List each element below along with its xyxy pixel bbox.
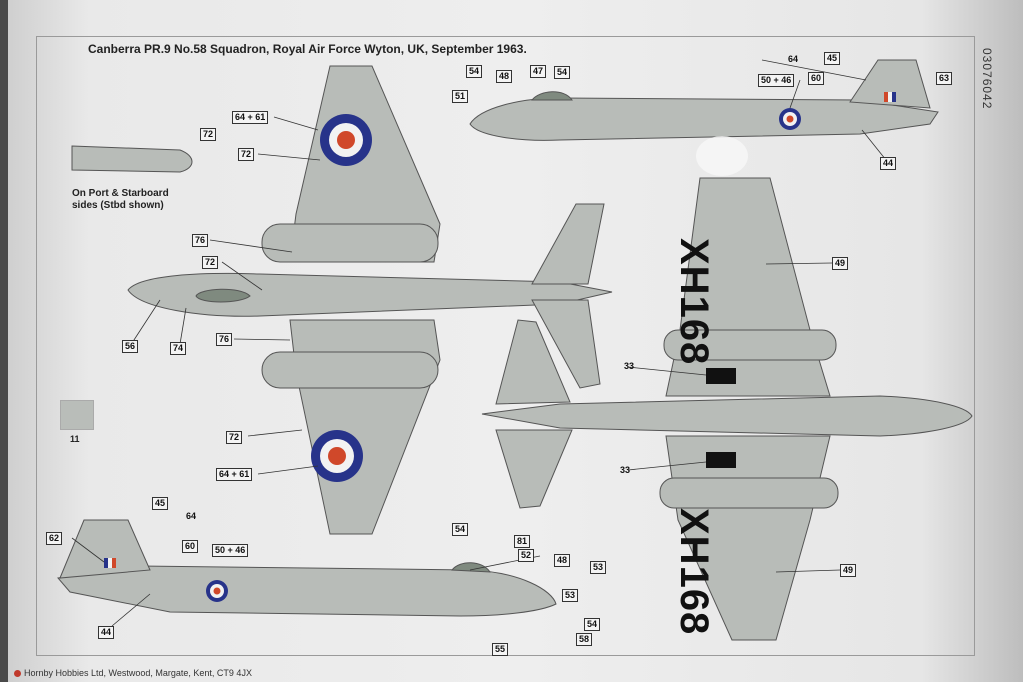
callout-label: 54 bbox=[584, 618, 601, 631]
callout-label: 50 + 46 bbox=[758, 74, 795, 87]
callout-label: 54 bbox=[466, 65, 483, 78]
callout-label: 60 bbox=[808, 72, 825, 85]
callout-label: 51 bbox=[452, 90, 469, 103]
callout-label: 81 bbox=[514, 535, 531, 548]
callout-label: 48 bbox=[496, 70, 513, 83]
callout-label: 54 bbox=[452, 523, 469, 536]
top-view-tailplane-lower bbox=[531, 299, 601, 389]
lower-side-fuselage bbox=[57, 565, 557, 617]
callout-label: 53 bbox=[590, 561, 607, 574]
glue-blemish bbox=[696, 136, 748, 176]
callout-label: 56 bbox=[122, 340, 139, 353]
callout-label: 55 bbox=[492, 643, 509, 656]
footer-text: Hornby Hobbies Ltd, Westwood, Margate, K… bbox=[24, 668, 252, 678]
callout-label: 49 bbox=[832, 257, 849, 270]
callout-label: 48 bbox=[554, 554, 571, 567]
callout-label: 49 bbox=[840, 564, 857, 577]
intake-detail-drawing bbox=[71, 145, 193, 173]
callout-label: 44 bbox=[880, 157, 897, 170]
upper-side-canopy bbox=[530, 91, 573, 101]
callout-label: 50 + 46 bbox=[212, 544, 249, 557]
sheet-code: 03076042 bbox=[980, 48, 994, 110]
underside-tailplane-lower bbox=[495, 429, 573, 509]
top-view-canopy bbox=[195, 288, 251, 303]
callout-label: 62 bbox=[46, 532, 63, 545]
roundel-lower-side-fuselage bbox=[206, 580, 228, 602]
top-view-fuselage bbox=[127, 272, 613, 317]
callout-label: 33 bbox=[620, 465, 631, 475]
upper-side-fuselage bbox=[469, 97, 939, 141]
callout-label: 54 bbox=[554, 66, 571, 79]
underside-tailplane-upper bbox=[495, 319, 571, 405]
fin-flash-upper bbox=[884, 92, 896, 102]
black-panel-upper bbox=[706, 368, 736, 384]
roundel-upper-side-fuselage bbox=[779, 108, 801, 130]
top-view-engine-lower bbox=[261, 351, 439, 389]
callout-label: 64 bbox=[186, 511, 197, 521]
roundel-wing-upper bbox=[320, 114, 372, 166]
upper-side-fin bbox=[849, 59, 931, 109]
callout-label: 52 bbox=[518, 549, 535, 562]
top-view-aircraft bbox=[127, 65, 613, 535]
callout-label: 64 + 61 bbox=[216, 468, 253, 481]
colour-swatch bbox=[60, 400, 94, 430]
callout-label: 63 bbox=[936, 72, 953, 85]
callout-label: 72 bbox=[238, 148, 255, 161]
serial-lower: XH168 bbox=[672, 508, 716, 636]
callout-label: 76 bbox=[216, 333, 233, 346]
underside-view-aircraft bbox=[481, 177, 973, 641]
callout-label: 64 bbox=[788, 54, 799, 64]
note-line-2: sides (Stbd shown) bbox=[72, 200, 164, 211]
note-line-1: On Port & Starboard bbox=[72, 188, 169, 199]
lower-side-fin bbox=[59, 519, 151, 579]
fin-flash-lower bbox=[104, 558, 116, 568]
lower-side-canopy bbox=[450, 562, 491, 573]
callout-label: 45 bbox=[824, 52, 841, 65]
upper-side-view-aircraft bbox=[469, 59, 939, 141]
callout-label: 72 bbox=[226, 431, 243, 444]
roundel-wing-lower bbox=[311, 430, 363, 482]
underside-engine-lower bbox=[659, 477, 839, 509]
underside-fuselage bbox=[481, 395, 973, 437]
top-view-wing-upper bbox=[289, 65, 441, 263]
callout-label: 64 + 61 bbox=[232, 111, 269, 124]
lower-side-view-aircraft bbox=[57, 519, 557, 617]
sheet-title: Canberra PR.9 No.58 Squadron, Royal Air … bbox=[88, 42, 527, 56]
callout-label: 72 bbox=[202, 256, 219, 269]
callout-label: 60 bbox=[182, 540, 199, 553]
underside-engine-upper bbox=[663, 329, 837, 361]
port-starboard-note: On Port & Starboard sides (Stbd shown) bbox=[72, 188, 169, 212]
callout-label: 45 bbox=[152, 497, 169, 510]
callout-label: 33 bbox=[624, 361, 635, 371]
callout-label: 53 bbox=[562, 589, 579, 602]
callout-label: 47 bbox=[530, 65, 547, 78]
callout-label: 74 bbox=[170, 342, 187, 355]
sheet-footer: Hornby Hobbies Ltd, Westwood, Margate, K… bbox=[14, 668, 252, 678]
serial-upper: XH168 bbox=[672, 238, 716, 366]
swatch-label: 11 bbox=[70, 434, 80, 444]
black-panel-lower bbox=[706, 452, 736, 468]
top-view-tailplane-upper bbox=[531, 203, 605, 285]
callout-label: 44 bbox=[98, 626, 115, 639]
callout-label: 72 bbox=[200, 128, 217, 141]
callout-label: 76 bbox=[192, 234, 209, 247]
hornby-logo-icon bbox=[14, 670, 21, 677]
top-view-engine-upper bbox=[261, 223, 439, 263]
callout-leader-lines bbox=[71, 59, 887, 627]
callout-label: 58 bbox=[576, 633, 593, 646]
